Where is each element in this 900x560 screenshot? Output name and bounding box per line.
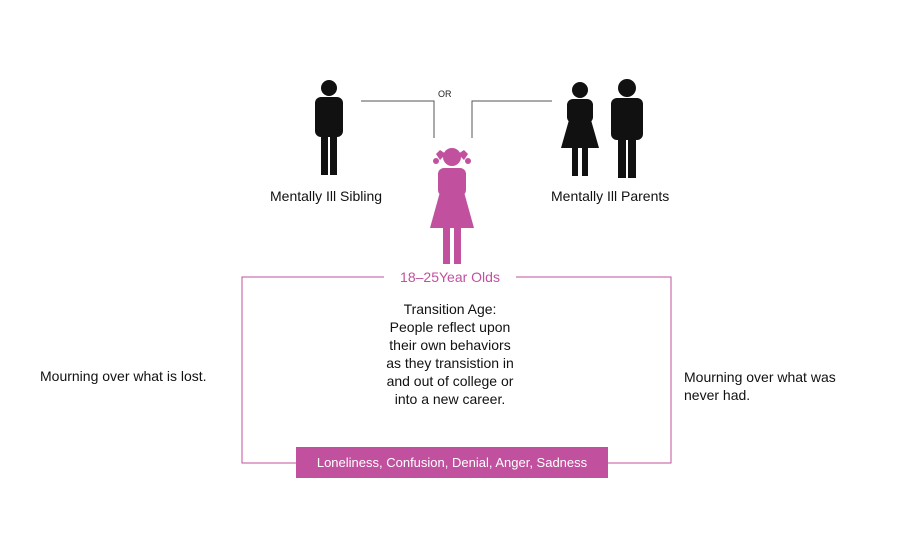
parents-connector — [471, 100, 552, 138]
or-label: OR — [438, 89, 452, 99]
transition-line: into a new career. — [394, 391, 506, 407]
sibling-person-icon — [315, 80, 343, 175]
right-note: Mourning over what was never had. — [684, 368, 836, 404]
bracket-right — [516, 276, 672, 464]
emotions-box: Loneliness, Confusion, Denial, Anger, Sa… — [296, 447, 608, 478]
sibling-connector — [361, 100, 435, 138]
man-icon — [611, 79, 643, 178]
sibling-label: Mentally Ill Sibling — [270, 188, 383, 204]
parents-label: Mentally Ill Parents — [551, 188, 670, 204]
girl-icon — [430, 148, 474, 264]
transition-line: and out of college or — [386, 373, 514, 389]
transition-description: Transition Age: People reflect upon thei… — [330, 300, 570, 408]
transition-line: their own behaviors — [389, 337, 511, 353]
bracket-left — [241, 276, 384, 464]
right-note-line: never had. — [684, 387, 751, 403]
right-note-line: Mourning over what was — [684, 369, 836, 385]
transition-line: as they transistion in — [386, 355, 514, 371]
transition-line: People reflect upon — [389, 319, 511, 335]
emotions-label: Loneliness, Confusion, Denial, Anger, Sa… — [316, 455, 588, 470]
left-note: Mourning over what is lost. — [40, 368, 207, 384]
woman-icon — [561, 82, 599, 176]
transition-line: Transition Age: — [403, 301, 497, 317]
age-range-label: 18–25Year Olds — [384, 269, 516, 285]
